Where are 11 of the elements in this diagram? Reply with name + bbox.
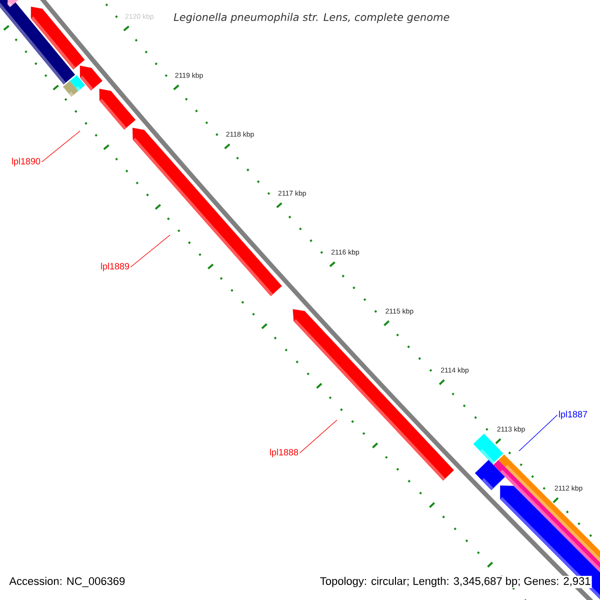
gene-label: lpl1890: [12, 158, 40, 166]
gene-label: lpl1889: [101, 262, 130, 272]
footer-text: Topology: circular; Length: 3,345,687 bp; Genes: 2,931: [318, 576, 592, 588]
footer-text: Accession: NC_006369: [9, 576, 125, 588]
leader-line: [299, 420, 338, 454]
leader-line: [41, 130, 80, 162]
title: Legionella pneumophila str. Lens, complete genome: [174, 12, 450, 24]
gene-label: lpl1888: [270, 448, 298, 458]
leader-line: [130, 234, 170, 268]
leader-line: [518, 414, 558, 452]
gene-label: lpl1887: [559, 410, 588, 420]
